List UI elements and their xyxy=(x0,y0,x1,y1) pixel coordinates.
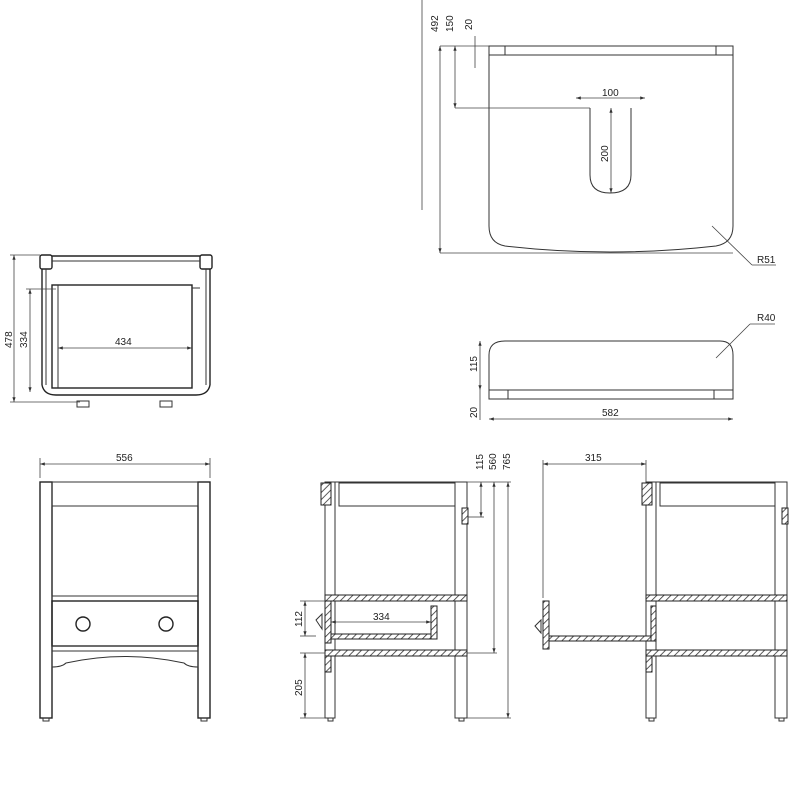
basin-top-view: 492 150 20 100 200 R51 xyxy=(421,0,776,266)
dim-drawer-height: 112 xyxy=(294,611,305,627)
dim-section-basin: 115 xyxy=(475,454,486,470)
dim-basin-width: 582 xyxy=(602,408,619,419)
dim-basin-depth: 492 xyxy=(430,15,441,32)
dim-slot-length: 200 xyxy=(600,145,611,162)
dim-corner-radius-r51: R51 xyxy=(757,255,776,266)
dim-basin-height: 115 xyxy=(469,356,480,372)
dim-section-overall: 765 xyxy=(502,453,513,470)
dim-waste-offset: 150 xyxy=(445,15,456,32)
section-open-view: 315 xyxy=(534,453,789,722)
dim-slot-width: 100 xyxy=(602,88,619,99)
dim-leg-height: 205 xyxy=(294,679,305,696)
dim-front-width: 556 xyxy=(116,453,133,464)
front-view: 556 xyxy=(39,453,211,722)
dim-basin-rim: 20 xyxy=(469,406,480,418)
plan-view: 478 334 434 xyxy=(4,254,213,408)
dim-plan-inner-width: 434 xyxy=(115,337,132,348)
dim-plan-depth: 478 xyxy=(4,331,15,348)
dim-section-shelf: 560 xyxy=(488,453,499,470)
dim-corner-radius-r40: R40 xyxy=(757,313,776,324)
dim-rim: 20 xyxy=(464,18,475,30)
dim-drawer-extension: 315 xyxy=(585,453,602,464)
section-view: 115 560 765 112 334 205 xyxy=(294,453,513,722)
dim-plan-inner-depth: 334 xyxy=(19,331,30,348)
basin-front-view: 115 20 582 R40 xyxy=(469,313,776,421)
drawer-knob-right xyxy=(158,616,174,632)
dim-drawer-depth: 334 xyxy=(373,612,390,623)
drawer-knob-left xyxy=(75,616,91,632)
